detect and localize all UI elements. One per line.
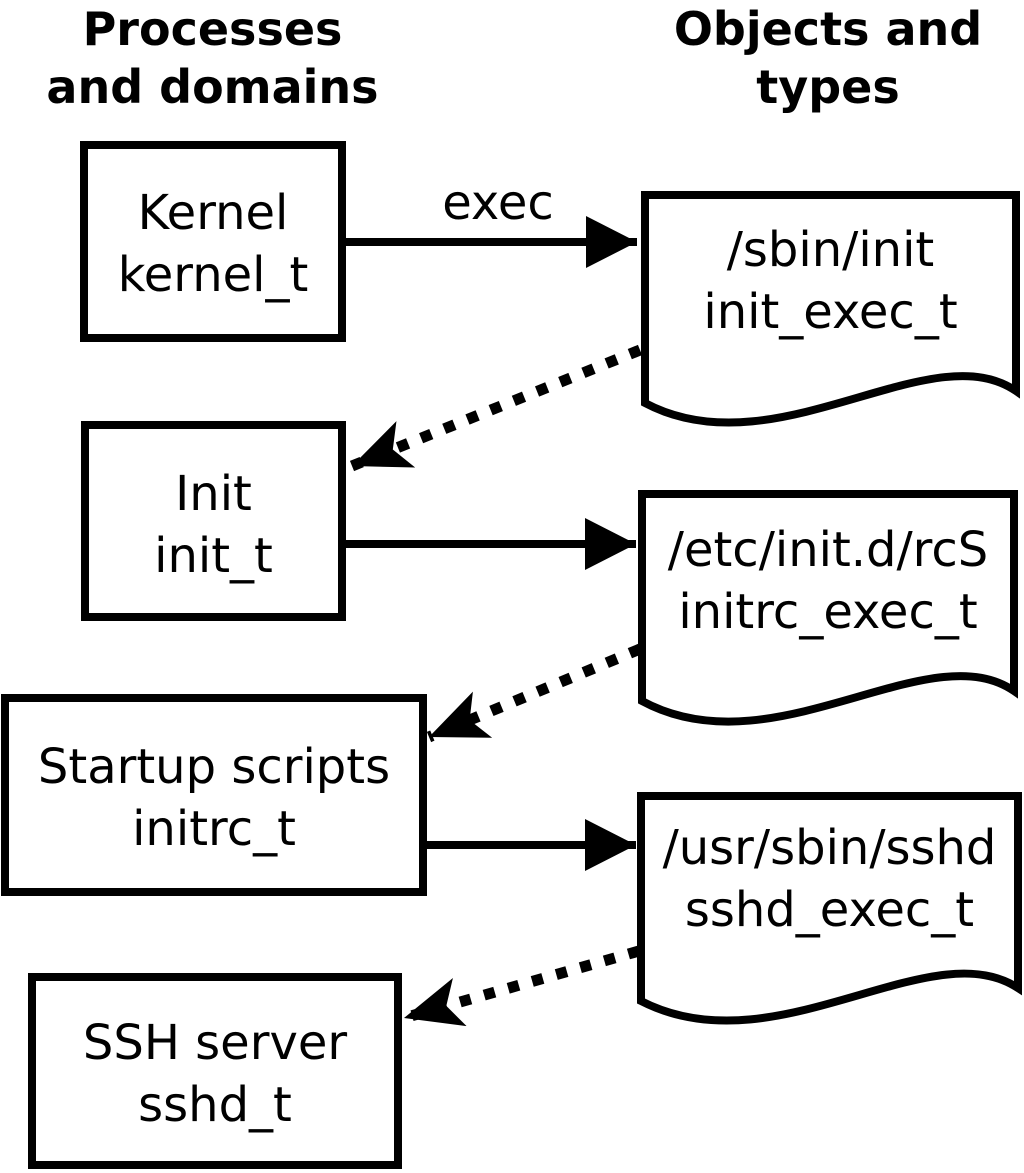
object-path: /sbin/init: [726, 222, 935, 278]
transition-arrow-init-exec-to-init-t: [349, 344, 643, 472]
label-init: Init init_t: [85, 463, 342, 587]
header-processes-line2: and domains: [46, 60, 379, 114]
object-type: initrc_exec_t: [678, 584, 978, 640]
object-path: /etc/init.d/rcS: [667, 522, 989, 578]
process-box-kernel: [80, 141, 346, 342]
process-box-startup-scripts: [1, 694, 427, 896]
object-type: init_exec_t: [703, 284, 958, 340]
label-exec: exec: [442, 175, 554, 231]
label-usr-sbin-sshd: /usr/sbin/sshd sshd_exec_t: [641, 817, 1018, 941]
transition-arrow-sshd-exec-to-sshd-t: [402, 945, 641, 1027]
header-objects-line1: Objects and: [673, 2, 983, 56]
label-startup-scripts: Startup scripts initrc_t: [5, 736, 423, 860]
process-name: Init: [175, 466, 252, 522]
object-doc-usr-sbin-sshd: [637, 792, 1022, 1025]
label-ssh-server: SSH server sshd_t: [32, 1012, 398, 1136]
process-domain: kernel_t: [117, 247, 309, 303]
transition-arrow-initrc-exec-to-initrc-t: [426, 643, 643, 743]
process-domain: init_t: [154, 528, 273, 584]
process-box-ssh-server: [28, 973, 402, 1169]
header-objects-and-types: Objects and types: [635, 0, 1021, 116]
process-box-init: [81, 421, 346, 621]
process-name: Startup scripts: [37, 739, 391, 795]
process-domain: sshd_t: [138, 1077, 292, 1133]
object-doc-sbin-init: [641, 191, 1020, 427]
object-path: /usr/sbin/sshd: [662, 820, 997, 876]
process-name: Kernel: [137, 185, 289, 241]
label-sbin-init: /sbin/init init_exec_t: [645, 219, 1016, 343]
label-etc-initd-rcs: /etc/init.d/rcS initrc_exec_t: [642, 519, 1014, 643]
process-name: SSH server: [82, 1015, 348, 1071]
object-type: sshd_exec_t: [684, 882, 975, 938]
header-processes-line1: Processes: [82, 2, 343, 56]
header-objects-line2: types: [756, 60, 900, 114]
header-processes-and-domains: Processes and domains: [15, 0, 410, 116]
label-kernel: Kernel kernel_t: [84, 182, 342, 306]
process-domain: initrc_t: [132, 801, 296, 857]
object-doc-etc-initd-rcs: [638, 490, 1018, 726]
